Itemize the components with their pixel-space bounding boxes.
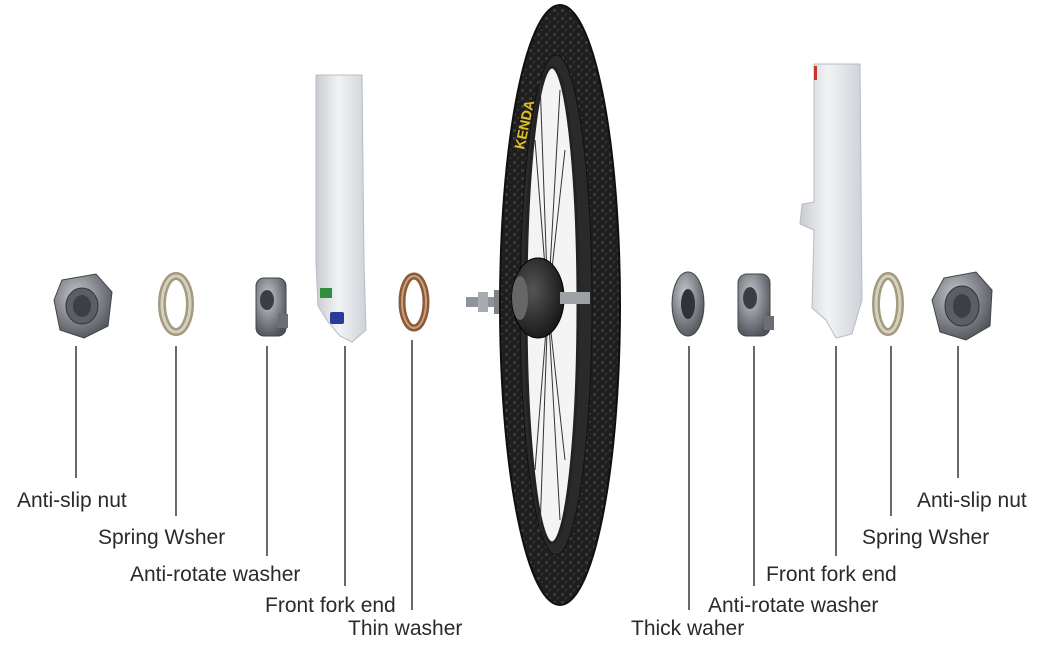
label-right-thick-washer: Thick waher <box>631 617 745 640</box>
label-right-anti-rotate-washer: Anti-rotate washer <box>708 594 879 617</box>
right-spring-washer <box>872 272 904 336</box>
label-right-front-fork-end: Front fork end <box>766 563 897 586</box>
label-left-anti-rotate-washer: Anti-rotate washer <box>130 563 301 586</box>
label-left-anti-slip-nut: Anti-slip nut <box>17 489 127 512</box>
right-front-fork <box>799 63 863 339</box>
leader-lines <box>75 340 959 610</box>
wheel <box>499 4 621 606</box>
right-thick-washer <box>671 271 705 337</box>
label-right-spring-washer: Spring Wsher <box>862 526 990 549</box>
right-anti-rotate-washer <box>737 273 774 337</box>
left-front-fork <box>315 74 367 343</box>
left-thin-washer <box>398 272 430 332</box>
left-anti-rotate-washer <box>255 277 288 337</box>
label-left-thin-washer: Thin washer <box>348 617 463 640</box>
left-anti-slip-nut <box>53 273 113 339</box>
label-left-spring-washer: Spring Wsher <box>98 526 226 549</box>
left-spring-washer <box>158 272 194 336</box>
right-anti-slip-nut <box>931 271 993 341</box>
label-left-front-fork-end: Front fork end <box>265 594 396 617</box>
label-right-anti-slip-nut: Anti-slip nut <box>917 489 1027 512</box>
